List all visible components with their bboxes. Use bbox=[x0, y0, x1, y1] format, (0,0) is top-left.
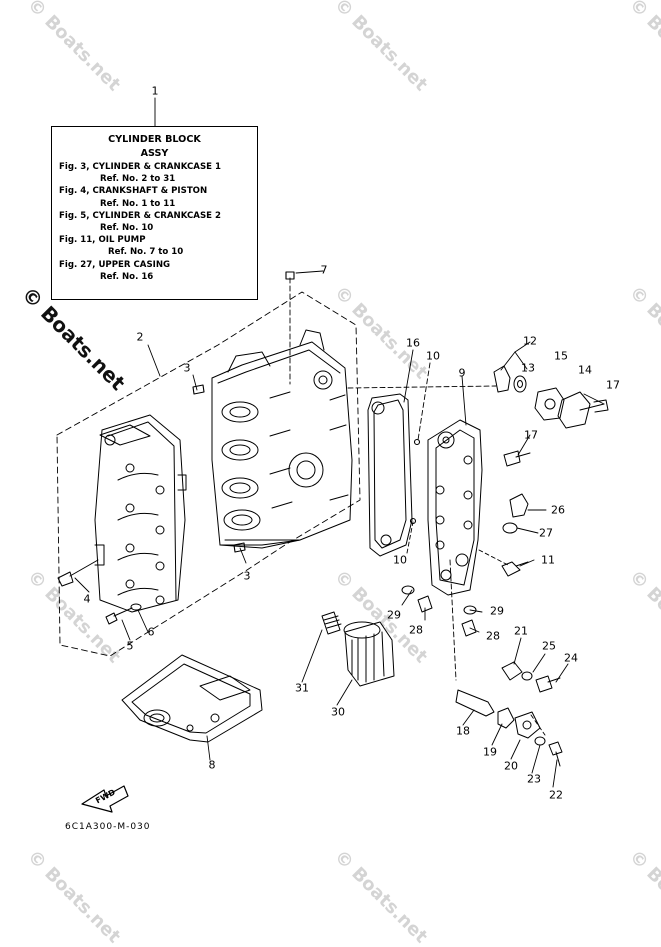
dowel-10a bbox=[413, 438, 421, 446]
info-subtitle: ASSY bbox=[140, 148, 169, 159]
callout-number: 5 bbox=[126, 639, 134, 653]
callout-number: 12 bbox=[523, 334, 537, 348]
info-box: CYLINDER BLOCK ASSY Fig. 3, CYLINDER & C… bbox=[51, 126, 258, 300]
dowel-3a bbox=[192, 384, 205, 395]
callout-number: 7 bbox=[320, 263, 328, 277]
bolt-7 bbox=[285, 271, 295, 280]
callout-number: 16 bbox=[406, 336, 420, 350]
callout-number: 14 bbox=[578, 363, 592, 377]
callout-number: 17 bbox=[524, 428, 538, 442]
info-line: Fig. 3, CYLINDER & CRANKCASE 1 bbox=[59, 162, 221, 172]
info-line: Ref. No. 10 bbox=[100, 223, 154, 234]
leader-lines bbox=[74, 97, 605, 788]
callout-number: 25 bbox=[542, 639, 556, 653]
callout-number: 26 bbox=[551, 503, 565, 517]
info-line: Fig. 11, OIL PUMP bbox=[59, 235, 146, 246]
info-line: Fig. 5, CYLINDER & CRANKCASE 2 bbox=[59, 210, 221, 221]
crankcase bbox=[94, 414, 187, 613]
callout-number: 11 bbox=[541, 553, 555, 567]
diagram-code: 6C1A300-M-030 bbox=[65, 822, 151, 832]
exhaust-cover-9 bbox=[427, 419, 483, 596]
info-line: Fig. 27, UPPER CASING bbox=[59, 259, 171, 270]
bottom-cover-8 bbox=[121, 654, 263, 743]
fwd-label: FWD bbox=[94, 787, 117, 805]
callout-number: 22 bbox=[549, 788, 563, 802]
callout-number: 15 bbox=[554, 349, 568, 363]
info-line: Ref. No. 2 to 31 bbox=[100, 174, 176, 185]
stud-31 bbox=[321, 611, 342, 635]
callout-number: 3 bbox=[243, 569, 251, 583]
callout-number: 24 bbox=[564, 651, 578, 665]
callout-number: 4 bbox=[83, 592, 91, 606]
callout-number: 23 bbox=[527, 772, 541, 786]
info-line: Ref. No. 1 to 11 bbox=[100, 198, 176, 209]
info-line: Fig. 4, CRANKSHAFT & PISTON bbox=[59, 186, 208, 197]
thermostat-parts bbox=[493, 365, 609, 467]
callout-number: 21 bbox=[514, 624, 528, 638]
info-lines: Fig. 3, CYLINDER & CRANKCASE 1 Ref. No. 2… bbox=[52, 161, 257, 283]
oil-filter-30 bbox=[343, 621, 395, 687]
callout-number: 3 bbox=[183, 361, 191, 375]
dowel-3b bbox=[233, 542, 246, 553]
fwd-arrow bbox=[81, 785, 129, 813]
callout-number: 19 bbox=[483, 745, 497, 759]
gasket-16 bbox=[367, 393, 413, 557]
callout-number: 10 bbox=[426, 349, 440, 363]
cylinder-block bbox=[211, 329, 353, 549]
parts-diagram: FWD bbox=[56, 97, 609, 813]
callout-number: 30 bbox=[331, 705, 345, 719]
callout-number: 17 bbox=[606, 378, 620, 392]
callout-number: 10 bbox=[393, 553, 407, 567]
info-line: Ref. No. 16 bbox=[100, 271, 154, 282]
callout-number: 31 bbox=[295, 681, 309, 695]
callout-number: 2 bbox=[136, 330, 144, 344]
fasteners bbox=[57, 493, 529, 637]
info-line: Ref. No. 7 to 10 bbox=[108, 247, 184, 258]
callout-number: 29 bbox=[490, 604, 504, 618]
callout-number: 9 bbox=[458, 366, 466, 380]
callout-number: 20 bbox=[504, 759, 518, 773]
callout-number: 18 bbox=[456, 724, 470, 738]
assembly-outline bbox=[56, 291, 361, 657]
dowel-10b bbox=[409, 517, 417, 525]
callout-number: 13 bbox=[521, 361, 535, 375]
callout-number: 8 bbox=[208, 758, 216, 772]
callout-number: 29 bbox=[387, 608, 401, 622]
anode-parts bbox=[455, 661, 563, 767]
info-title: CYLINDER BLOCK bbox=[108, 134, 201, 145]
callout-number: 27 bbox=[539, 526, 553, 540]
callout-number: 28 bbox=[409, 623, 423, 637]
callout-number: 6 bbox=[147, 625, 155, 639]
callout-number: 1 bbox=[151, 84, 159, 98]
callout-number: 28 bbox=[486, 629, 500, 643]
